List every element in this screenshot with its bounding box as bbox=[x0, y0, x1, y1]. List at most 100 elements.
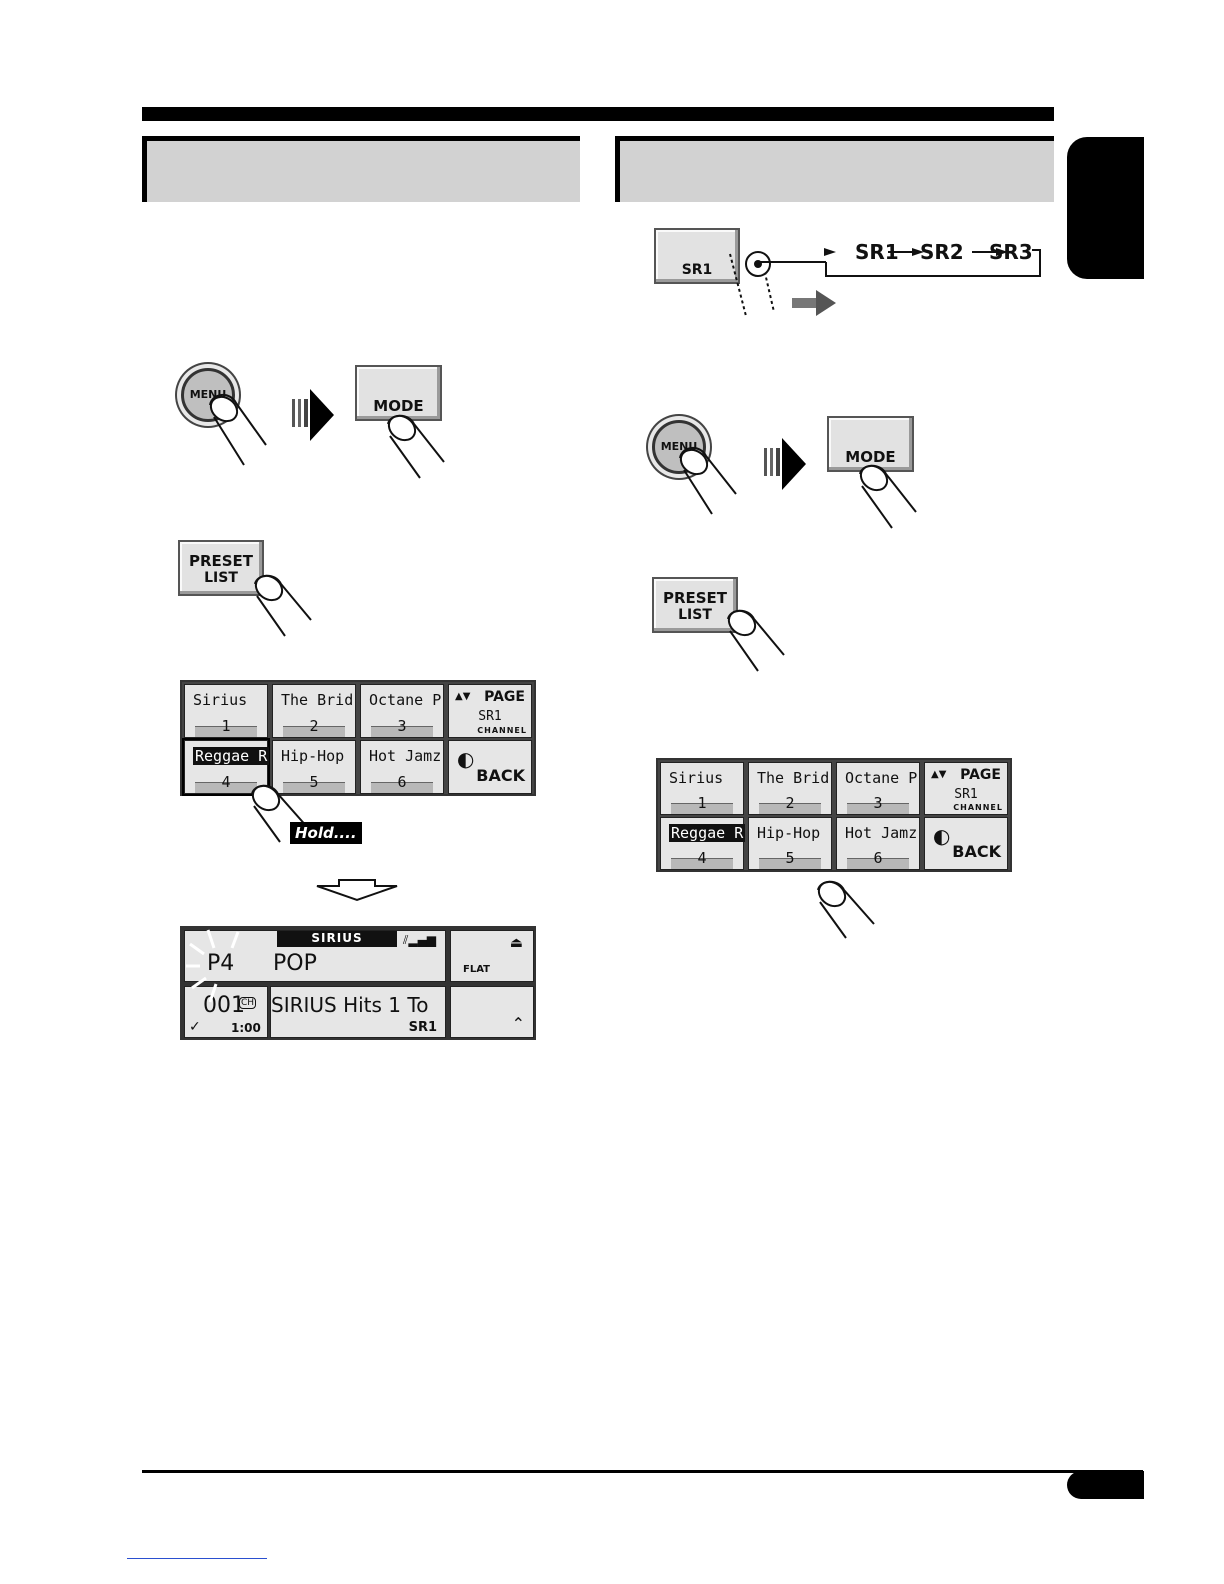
preset-cell[interactable]: Octane P 3 bbox=[360, 684, 444, 738]
flash-burst-icon bbox=[186, 929, 240, 1003]
preset-list-button[interactable]: PRESET LIST bbox=[178, 540, 264, 596]
cell-tab bbox=[371, 782, 433, 793]
title-panel: SIRIUS Hits 1 To SR1 bbox=[270, 986, 446, 1038]
page-updown-icon: ▲▼ bbox=[455, 691, 471, 702]
cell-tab bbox=[847, 858, 909, 869]
chevron-down-icon: ✓ bbox=[189, 1019, 201, 1035]
preset-number-display: P4 bbox=[207, 951, 235, 976]
page-label: PAGE bbox=[960, 767, 1001, 783]
preset-number: 3 bbox=[873, 794, 883, 812]
now-playing-screen: SIRIUS ⫽▂▄▆ P4 POP ⏏ FLAT 001 CH 1:00 ✓ … bbox=[180, 926, 536, 1040]
mode-button[interactable]: MODE bbox=[827, 416, 914, 472]
preset-number: 1 bbox=[697, 794, 707, 812]
cell-tab bbox=[283, 782, 345, 793]
preset-number: 1 bbox=[221, 717, 231, 735]
sequence-item: SR2 bbox=[920, 240, 964, 264]
preset-cell[interactable]: Hot Jamz 6 bbox=[360, 740, 444, 794]
cell-tab bbox=[671, 858, 733, 869]
signal-icon: ⫽▂▄▆ bbox=[403, 933, 437, 947]
language-tab bbox=[1067, 137, 1144, 279]
flat-label: FLAT bbox=[463, 964, 490, 975]
top-rule bbox=[142, 107, 1054, 121]
preset-list-button[interactable]: PRESET LIST bbox=[652, 577, 738, 633]
finger-icon bbox=[817, 880, 875, 939]
band-button-label: SR1 bbox=[681, 262, 713, 278]
preset-name: Hot Jamz bbox=[369, 747, 442, 765]
time-display: 1:00 bbox=[231, 1021, 261, 1035]
preset-number: 4 bbox=[697, 849, 707, 867]
cell-tab bbox=[195, 726, 257, 737]
preset-cell[interactable]: Sirius 1 bbox=[184, 684, 268, 738]
back-button[interactable]: ◐ BACK bbox=[924, 817, 1008, 870]
cell-tab bbox=[671, 803, 733, 814]
band-display: SR1 bbox=[408, 1020, 437, 1035]
channel-label: CHANNEL bbox=[477, 726, 527, 735]
chevron-up-icon: ⌃ bbox=[511, 1014, 525, 1033]
arrow-right-icon bbox=[792, 290, 836, 316]
preset-label-line1: PRESET bbox=[662, 589, 728, 607]
menu-button[interactable]: MENU bbox=[652, 420, 706, 474]
preset-cell[interactable]: Octane P 3 bbox=[836, 762, 920, 815]
preset-name: The Brid bbox=[281, 691, 354, 709]
preset-cell[interactable]: The Brid 2 bbox=[748, 762, 832, 815]
preset-name: Sirius bbox=[669, 769, 724, 787]
finger-icon bbox=[727, 609, 785, 672]
sequence-item: SR1 bbox=[855, 240, 899, 264]
page-number-pill bbox=[1067, 1471, 1144, 1499]
back-label: BACK bbox=[476, 766, 525, 785]
source-label: SIRIUS bbox=[277, 931, 397, 947]
channel-panel[interactable]: 001 CH 1:00 ✓ bbox=[184, 986, 268, 1038]
preset-name: Hip-Hop bbox=[281, 747, 345, 765]
page-channel-button[interactable]: ▲▼ PAGE SR1 CHANNEL bbox=[448, 684, 532, 738]
sequence-item: SR3 bbox=[989, 240, 1033, 264]
info-panel-top: SIRIUS ⫽▂▄▆ P4 POP bbox=[184, 930, 446, 982]
band-label: SR1 bbox=[478, 709, 502, 724]
preset-cell[interactable]: The Brid 2 bbox=[272, 684, 356, 738]
band-button[interactable]: SR1 bbox=[654, 228, 740, 284]
preset-cell[interactable]: Hot Jamz 6 bbox=[836, 817, 920, 870]
preset-cell[interactable]: Hip-Hop 5 bbox=[272, 740, 356, 794]
right-section-header bbox=[615, 136, 1054, 202]
dial-icon: ◐ bbox=[457, 747, 475, 771]
cell-tab bbox=[759, 803, 821, 814]
preset-number: 4 bbox=[221, 773, 231, 791]
scroll-up-button[interactable]: ⌃ bbox=[450, 986, 534, 1038]
preset-number: 5 bbox=[309, 773, 319, 791]
preset-label-line2: LIST bbox=[678, 607, 712, 623]
cell-tab bbox=[847, 803, 909, 814]
title-display: SIRIUS Hits 1 To bbox=[271, 993, 429, 1017]
preset-name: Sirius bbox=[193, 691, 248, 709]
preset-list-screen: Sirius 1 The Brid 2 Octane P 3 ▲▼ PAGE S… bbox=[180, 680, 536, 796]
preset-label-line2: LIST bbox=[204, 570, 238, 586]
page-channel-button[interactable]: ▲▼ PAGE SR1 CHANNEL bbox=[924, 762, 1008, 815]
preset-cell-selected[interactable]: Reggae R 4 bbox=[184, 740, 270, 794]
finger-icon bbox=[729, 251, 775, 317]
cell-tab bbox=[371, 726, 433, 737]
ch-badge: CH bbox=[239, 997, 257, 1009]
cell-tab bbox=[195, 782, 257, 793]
finger-icon bbox=[209, 394, 267, 466]
finger-icon bbox=[387, 414, 445, 479]
footer-rule bbox=[142, 1470, 1143, 1473]
mode-button-label: MODE bbox=[845, 448, 896, 466]
arrow-right-icon bbox=[292, 389, 334, 441]
sequence-bracket bbox=[760, 248, 1041, 277]
category-display: POP bbox=[273, 951, 317, 976]
preset-number: 2 bbox=[309, 717, 319, 735]
preset-name: Hip-Hop bbox=[757, 824, 821, 842]
band-label: SR1 bbox=[954, 787, 978, 802]
preset-name: Hot Jamz bbox=[845, 824, 918, 842]
back-label: BACK bbox=[952, 842, 1001, 861]
preset-cell[interactable]: Sirius 1 bbox=[660, 762, 744, 815]
eject-icon: ⏏ bbox=[509, 935, 523, 951]
preset-cell-selected[interactable]: Reggae R 4 bbox=[660, 817, 746, 870]
preset-number: 3 bbox=[397, 717, 407, 735]
finger-icon bbox=[859, 464, 917, 529]
page-label: PAGE bbox=[484, 689, 525, 705]
finger-icon bbox=[254, 574, 312, 637]
preset-cell[interactable]: Hip-Hop 5 bbox=[748, 817, 832, 870]
back-button[interactable]: ◐ BACK bbox=[448, 740, 532, 794]
eject-flat-button[interactable]: ⏏ FLAT bbox=[450, 930, 534, 982]
finger-icon bbox=[251, 784, 309, 843]
preset-list-screen: Sirius 1 The Brid 2 Octane P 3 ▲▼ PAGE S… bbox=[656, 758, 1012, 872]
